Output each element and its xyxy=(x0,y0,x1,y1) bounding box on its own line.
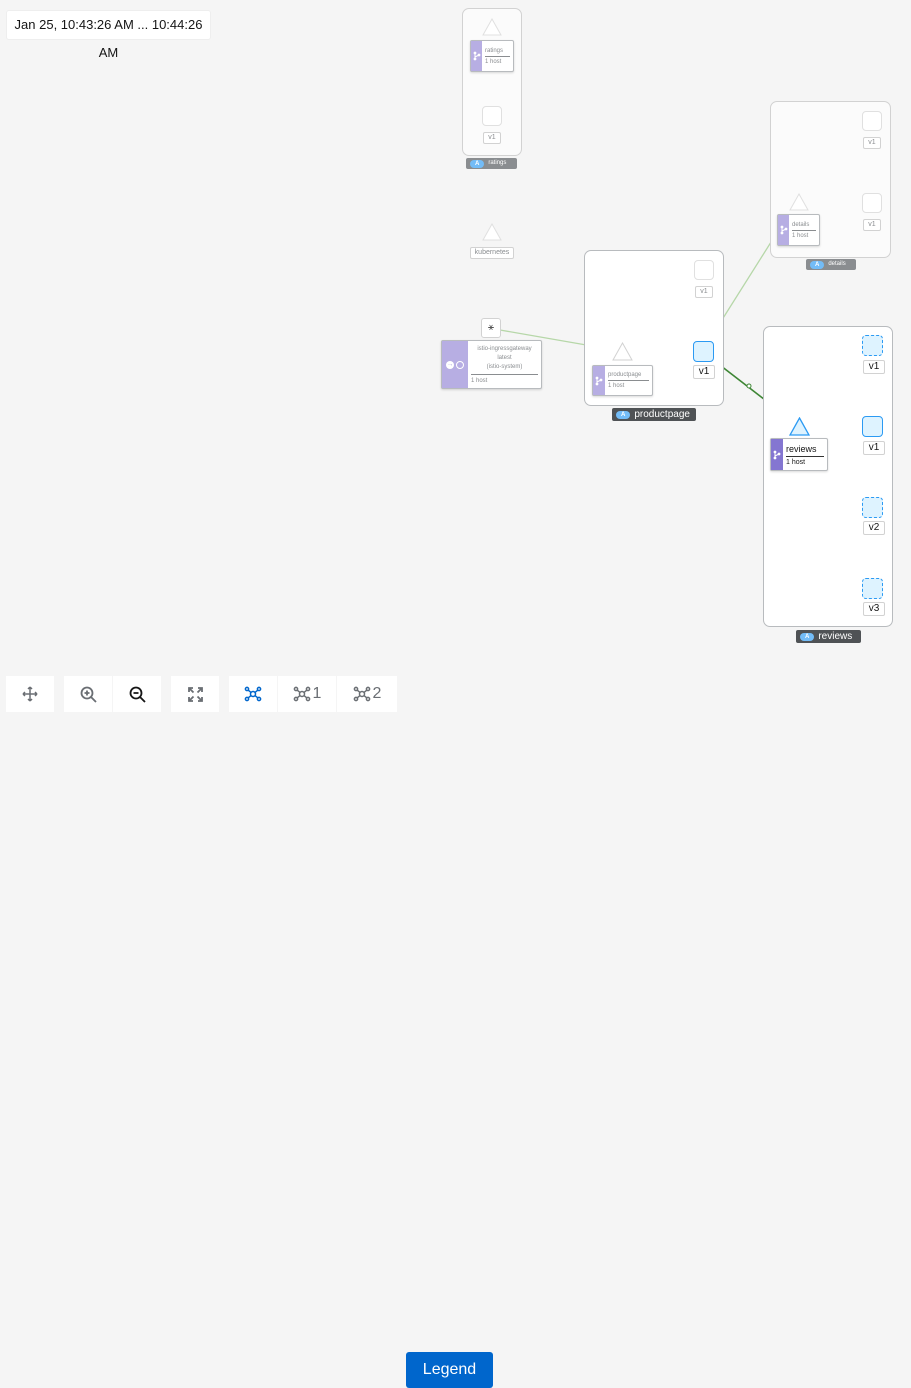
layout-1-button[interactable]: 1 xyxy=(278,676,336,712)
reviews-v3-label: v3 xyxy=(863,602,885,616)
graph-toolbar: 1 2 Legend xyxy=(0,676,911,1388)
ratings-service-triangle-icon[interactable] xyxy=(482,18,502,36)
reviews-service-triangle-icon[interactable] xyxy=(789,417,810,436)
kubernetes-label: kubernetes xyxy=(470,247,514,259)
gateway-globe-icon xyxy=(456,360,464,369)
details-v1-node-top[interactable] xyxy=(862,111,882,131)
reviews-v3-node[interactable] xyxy=(862,578,883,599)
layout-2-count: 2 xyxy=(372,685,382,702)
topology-icon xyxy=(293,686,310,702)
service-icon xyxy=(771,439,783,470)
service-icon xyxy=(593,366,605,395)
gateway-hosts: 1 host xyxy=(471,378,488,384)
reviews-badge-name: reviews xyxy=(818,631,853,642)
zoom-out-button[interactable] xyxy=(113,676,161,712)
app-badge-icon: A xyxy=(800,632,815,641)
service-icon xyxy=(778,215,789,245)
edge-traffic-dot xyxy=(746,383,752,389)
layout-2-button[interactable]: 2 xyxy=(337,676,397,712)
reviews-app-box[interactable] xyxy=(763,326,893,627)
productpage-badge-name: productpage xyxy=(634,409,690,420)
reviews-v2-label: v2 xyxy=(863,521,885,535)
topology-icon xyxy=(353,686,370,702)
ratings-service-label: ratings xyxy=(485,48,510,57)
ratings-v1-label: v1 xyxy=(483,132,501,144)
istio-ingressgateway-node[interactable]: → istio-ingressgateway latest (istio-sys… xyxy=(441,340,542,389)
productpage-service-triangle-icon[interactable] xyxy=(612,342,633,361)
topology-icon xyxy=(244,686,262,702)
gateway-version: latest xyxy=(497,355,512,361)
details-v1-node[interactable] xyxy=(862,193,882,213)
reviews-v1-label-top: v1 xyxy=(863,360,885,374)
reviews-v1-node-top[interactable] xyxy=(862,335,883,356)
time-range-label: Jan 25, 10:43:26 AM ... 10:44:26 AM xyxy=(7,11,210,60)
reviews-hosts: 1 host xyxy=(786,458,806,466)
service-icon xyxy=(471,41,482,71)
productpage-hosts: 1 host xyxy=(608,383,625,389)
gateway-icons: → xyxy=(442,341,468,388)
ratings-badge-name: ratings xyxy=(488,160,507,166)
productpage-service-node[interactable]: productpage 1 host xyxy=(592,365,653,396)
app-badge-icon: A xyxy=(810,260,825,269)
zoom-in-icon xyxy=(80,686,97,703)
fit-to-screen-button[interactable] xyxy=(171,676,219,712)
details-v1-label: v1 xyxy=(863,219,881,231)
layout-1-count: 1 xyxy=(312,685,322,702)
details-badge-name: details xyxy=(828,261,846,267)
productpage-v1-node[interactable] xyxy=(693,341,714,362)
ratings-hosts: 1 host xyxy=(485,58,502,65)
gateway-name: istio-ingressgateway xyxy=(477,346,532,352)
reviews-v1-node[interactable] xyxy=(862,416,883,437)
reviews-service-label: reviews xyxy=(786,444,824,457)
ratings-v1-node[interactable] xyxy=(482,106,502,126)
productpage-v1-label-top: v1 xyxy=(695,286,713,298)
productpage-v1-node-top[interactable] xyxy=(694,260,714,280)
legend-button[interactable]: Legend xyxy=(406,1352,493,1388)
gateway-in-icon: → xyxy=(446,360,454,369)
details-hosts: 1 host xyxy=(792,232,809,239)
zoom-out-icon xyxy=(129,686,146,703)
zoom-in-button[interactable] xyxy=(64,676,112,712)
reviews-v2-node[interactable] xyxy=(862,497,883,518)
app-badge-icon: A xyxy=(616,410,631,419)
pan-button[interactable] xyxy=(6,676,54,712)
move-icon xyxy=(22,686,38,702)
productpage-v1-label: v1 xyxy=(693,365,715,379)
app-badge-icon: A xyxy=(470,159,485,168)
layout-default-button[interactable] xyxy=(229,676,277,712)
productpage-service-label: productpage xyxy=(608,372,649,381)
details-service-label: details xyxy=(792,222,816,231)
gateway-namespace: (istio-system) xyxy=(471,363,538,375)
gateway-root-icon[interactable]: ⚹ xyxy=(481,318,501,338)
reviews-v1-label: v1 xyxy=(863,441,885,455)
details-v1-label-top: v1 xyxy=(863,137,881,149)
details-service-triangle-icon[interactable] xyxy=(789,193,809,211)
kubernetes-triangle-icon[interactable] xyxy=(482,223,502,241)
expand-icon xyxy=(187,686,203,702)
